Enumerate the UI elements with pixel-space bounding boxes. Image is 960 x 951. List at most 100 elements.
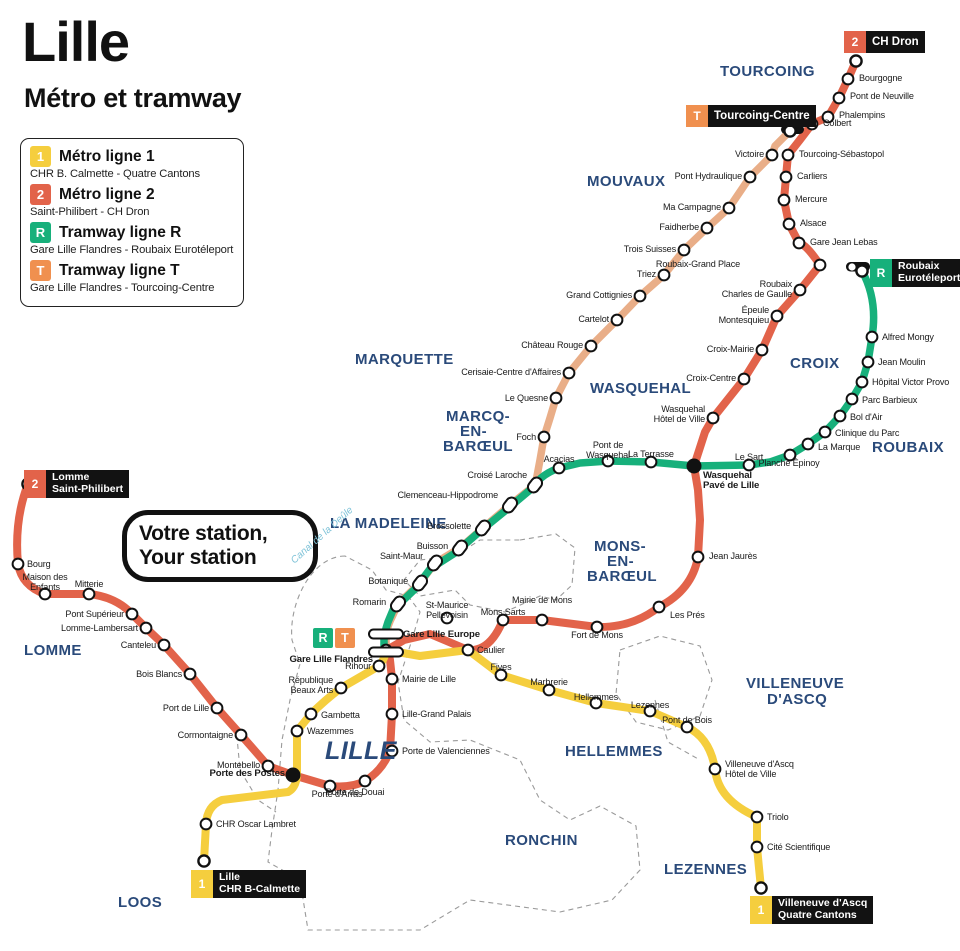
station-label: Mitterie — [74, 579, 104, 589]
station-marker[interactable] — [777, 193, 791, 207]
station-marker[interactable] — [38, 587, 52, 601]
placard-badge-R: R — [870, 259, 892, 287]
station-marker[interactable] — [501, 495, 520, 514]
city-label-en-: EN- — [607, 553, 635, 570]
station-label: Mairie de Lille — [402, 674, 456, 684]
station-marker[interactable] — [677, 243, 691, 257]
station-marker[interactable] — [537, 430, 551, 444]
station-marker[interactable] — [549, 391, 563, 405]
station-marker[interactable] — [304, 707, 318, 721]
station-marker[interactable] — [496, 613, 510, 627]
station-marker[interactable] — [210, 701, 224, 715]
station-marker[interactable] — [750, 810, 764, 824]
station-marker[interactable] — [754, 881, 768, 895]
station-label: Wazemmes — [307, 726, 354, 736]
station-marker[interactable] — [657, 268, 671, 282]
station-marker[interactable] — [411, 573, 430, 592]
station-marker[interactable] — [770, 309, 784, 323]
station-marker[interactable] — [861, 355, 875, 369]
station-marker[interactable] — [368, 646, 404, 658]
station-marker[interactable] — [562, 366, 576, 380]
station-label: Foch — [516, 432, 536, 442]
station-marker[interactable] — [385, 707, 399, 721]
station-marker[interactable] — [781, 148, 795, 162]
station-marker[interactable] — [440, 611, 454, 625]
station-marker[interactable] — [743, 170, 757, 184]
station-marker[interactable] — [389, 594, 408, 613]
station-marker[interactable] — [552, 461, 566, 475]
station-marker[interactable] — [779, 170, 793, 184]
station-marker[interactable] — [461, 643, 475, 657]
station-marker[interactable] — [426, 553, 445, 572]
station-marker[interactable] — [643, 704, 657, 718]
station-marker[interactable] — [742, 458, 756, 472]
station-marker[interactable] — [535, 613, 549, 627]
station-marker[interactable] — [801, 437, 815, 451]
station-marker[interactable] — [542, 683, 556, 697]
station-label: CHR Oscar Lambret — [216, 819, 296, 829]
station-marker[interactable] — [526, 475, 545, 494]
station-marker[interactable] — [691, 550, 705, 564]
station-marker[interactable] — [706, 411, 720, 425]
station-marker[interactable] — [82, 587, 96, 601]
station-marker[interactable] — [368, 628, 404, 640]
station-marker[interactable] — [290, 724, 304, 738]
station-marker[interactable] — [261, 759, 275, 773]
station-marker[interactable] — [644, 455, 658, 469]
station-marker[interactable] — [372, 659, 386, 673]
station-marker[interactable] — [610, 313, 624, 327]
station-marker[interactable] — [855, 264, 869, 278]
station-marker[interactable] — [782, 217, 796, 231]
station-marker[interactable] — [750, 840, 764, 854]
station-marker[interactable] — [601, 454, 615, 468]
station-marker[interactable] — [841, 72, 855, 86]
station-marker[interactable] — [125, 607, 139, 621]
station-marker[interactable] — [494, 668, 508, 682]
station-label: Faidherbe — [659, 222, 699, 232]
station-marker[interactable] — [584, 339, 598, 353]
station-marker[interactable] — [590, 620, 604, 634]
station-marker[interactable] — [855, 375, 869, 389]
station-marker[interactable] — [821, 110, 835, 124]
station-marker[interactable] — [183, 667, 197, 681]
station-marker[interactable] — [11, 557, 25, 571]
station-marker[interactable] — [818, 425, 832, 439]
station-marker[interactable] — [323, 779, 337, 793]
station-marker[interactable] — [199, 817, 213, 831]
station-marker[interactable] — [589, 696, 603, 710]
station-marker[interactable] — [792, 236, 806, 250]
station-marker[interactable] — [833, 409, 847, 423]
placard-name: Tourcoing-Centre — [708, 105, 816, 127]
station-marker[interactable] — [358, 774, 372, 788]
station-marker[interactable] — [385, 672, 399, 686]
station-marker[interactable] — [849, 54, 863, 68]
station-marker[interactable] — [234, 728, 248, 742]
station-marker[interactable] — [722, 201, 736, 215]
station-marker[interactable] — [793, 283, 807, 297]
station-label: Tourcoing-Sébastopol — [799, 149, 884, 159]
station-marker[interactable] — [783, 448, 797, 462]
station-marker[interactable] — [700, 221, 714, 235]
station-marker[interactable] — [783, 124, 797, 138]
station-label: Cerisaie-Centre d'Affaires — [461, 367, 561, 377]
station-marker[interactable] — [334, 681, 348, 695]
station-marker[interactable] — [633, 289, 647, 303]
legend-badge-1: 1 — [30, 146, 51, 167]
station-marker[interactable] — [474, 518, 493, 537]
station-marker[interactable] — [708, 762, 722, 776]
station-marker[interactable] — [139, 621, 153, 635]
station-marker[interactable] — [197, 854, 211, 868]
station-marker[interactable] — [385, 744, 399, 758]
station-marker[interactable] — [865, 330, 879, 344]
station-marker[interactable] — [652, 600, 666, 614]
station-marker[interactable] — [765, 148, 779, 162]
station-marker[interactable] — [813, 258, 827, 272]
station-marker[interactable] — [680, 720, 694, 734]
station-marker[interactable] — [832, 91, 846, 105]
station-marker[interactable] — [755, 343, 769, 357]
station-marker[interactable] — [845, 392, 859, 406]
placard-name: CH Dron — [866, 31, 925, 53]
station-marker[interactable] — [451, 538, 470, 557]
station-marker[interactable] — [737, 372, 751, 386]
station-marker[interactable] — [157, 638, 171, 652]
